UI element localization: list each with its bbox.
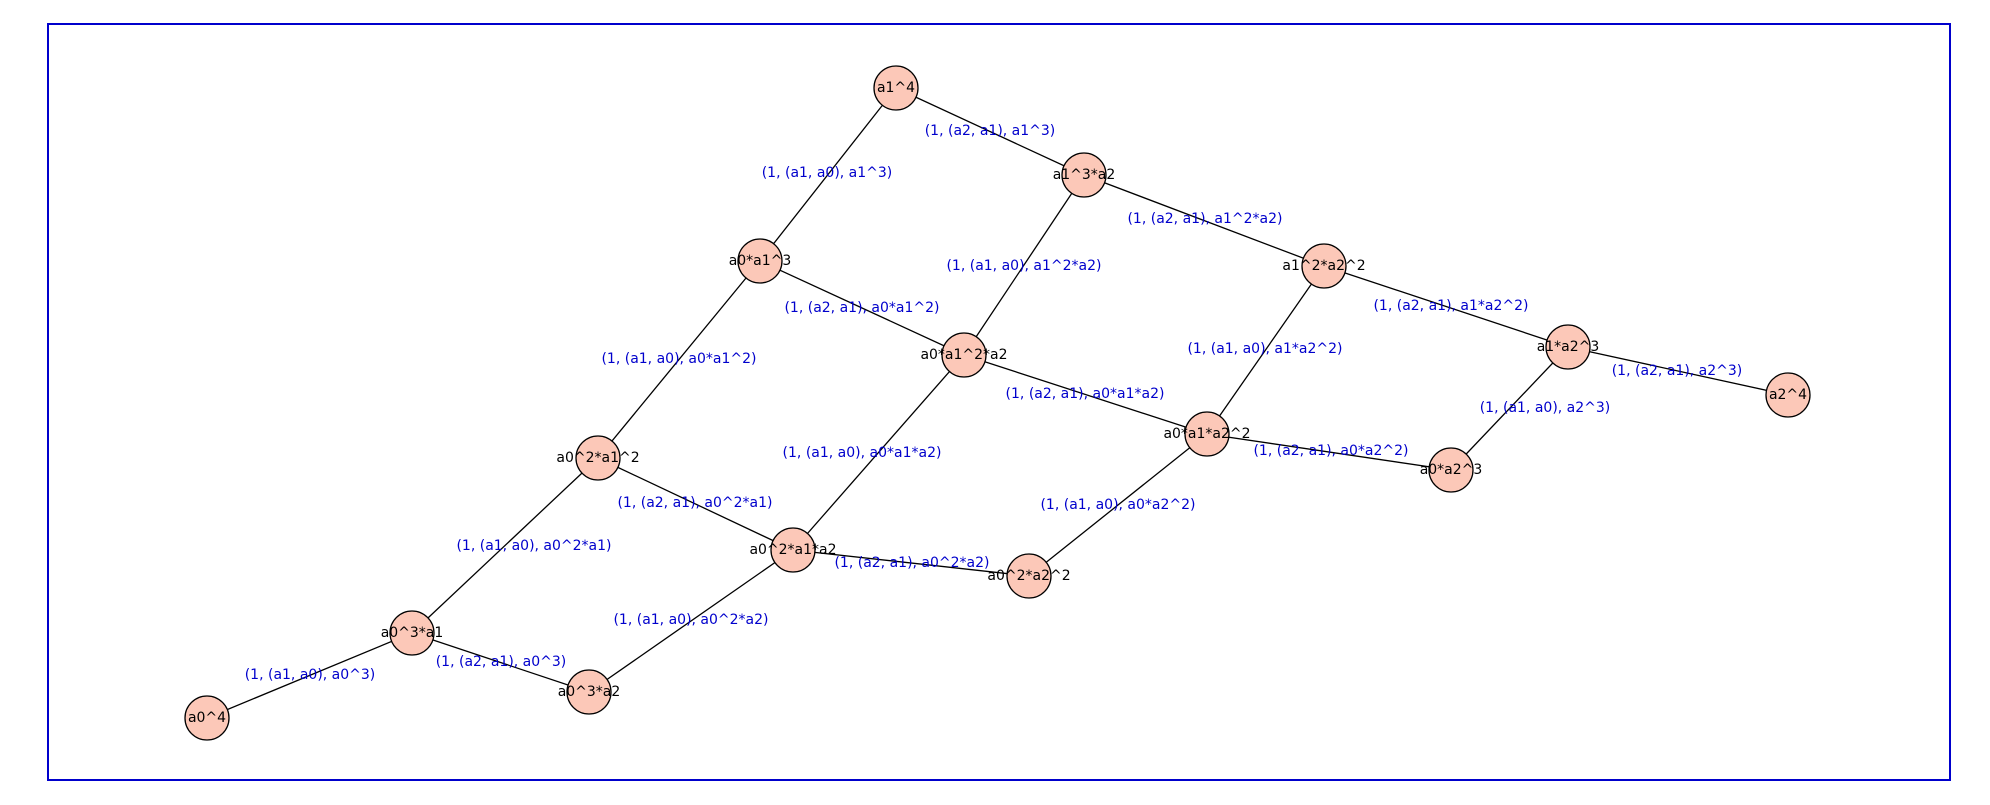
node-label: a2^4 [1769, 387, 1807, 403]
node-label: a0^2*a1*a2 [749, 542, 836, 558]
edge-line [1323, 265, 1569, 348]
edge-line [411, 632, 590, 693]
edge-label: (1, (a1, a0), a0^2*a2) [613, 612, 768, 628]
node-circle [941, 332, 987, 378]
edge-line [759, 87, 897, 262]
edge-label: (1, (a2, a1), a1^3) [925, 123, 1056, 139]
edge-label: (1, (a2, a1), a0^2*a1) [617, 495, 772, 511]
node-label: a1^3*a2 [1053, 167, 1116, 183]
graph-node: a0^3*a1 [381, 610, 444, 656]
node-circle [575, 435, 621, 481]
node-label: a0*a1*a2^2 [1163, 426, 1250, 442]
edge-line [588, 549, 794, 693]
edge-line [1028, 433, 1208, 577]
edge-line [1567, 346, 1789, 396]
node-label: a0*a2^3 [1420, 462, 1483, 478]
edge-label: (1, (a1, a0), a1*a2^2) [1187, 341, 1342, 357]
node-label: a0*a1^2*a2 [920, 347, 1007, 363]
edge-line [895, 87, 1085, 176]
node-circle [1545, 324, 1591, 370]
edge-line [411, 457, 599, 634]
graph-node: a0*a1^3 [729, 238, 792, 284]
graph-node: a0*a1^2*a2 [920, 332, 1008, 378]
node-label: a0^2*a1^2 [556, 450, 639, 466]
edge-label: (1, (a2, a1), a2^3) [1612, 363, 1743, 379]
edge-label: (1, (a2, a1), a0^3) [436, 654, 567, 670]
edge-labels-layer: (1, (a2, a1), a1^3) (1, (a1, a0), a1^3) (1… [245, 123, 1743, 683]
edge-label: (1, (a1, a0), a1^2*a2) [946, 258, 1101, 274]
edge-label: (1, (a1, a0), a1^3) [762, 165, 893, 181]
edge-line [963, 174, 1085, 356]
graph-node: a1*a2^3 [1537, 324, 1600, 370]
node-label: a0^2*a2^2 [987, 568, 1070, 584]
edge-line [1206, 265, 1325, 435]
node-circle [1006, 553, 1052, 599]
graph-node: a0^2*a1^2 [556, 435, 640, 481]
node-label: a0^3*a2 [558, 684, 621, 700]
node-circle [566, 669, 612, 715]
graph-node: a1^4 [873, 65, 919, 111]
graph-node: a1^2*a2^2 [1282, 243, 1366, 289]
edge-label: (1, (a1, a0), a2^3) [1480, 400, 1611, 416]
node-label: a1*a2^3 [1537, 339, 1600, 355]
edges-layer [206, 87, 1789, 719]
node-circle [389, 610, 435, 656]
node-circle [737, 238, 783, 284]
edge-label: (1, (a1, a0), a0^3) [245, 667, 376, 683]
edge-label: (1, (a2, a1), a0^2*a2) [834, 555, 989, 571]
edge-line [206, 632, 413, 719]
node-label: a1^4 [877, 80, 915, 96]
edge-label: (1, (a1, a0), a0*a1^2) [601, 351, 756, 367]
edge-line [597, 457, 794, 551]
node-circle [1061, 152, 1107, 198]
edge-label: (1, (a1, a0), a0*a2^2) [1040, 497, 1195, 513]
graph-node: a1^3*a2 [1053, 152, 1116, 198]
node-circle [1301, 243, 1347, 289]
node-label: a1^2*a2^2 [1282, 258, 1365, 274]
edge-label: (1, (a2, a1), a0*a1*a2) [1006, 386, 1165, 402]
edge-label: (1, (a2, a1), a0*a1^2) [784, 300, 939, 316]
graph-node: a0^3*a2 [558, 669, 621, 715]
node-circle [184, 695, 230, 741]
edge-line [759, 260, 965, 356]
edge-line [1206, 433, 1452, 471]
node-circle [1765, 372, 1811, 418]
node-label: a0^3*a1 [381, 625, 444, 641]
node-circle [873, 65, 919, 111]
node-circle [1428, 447, 1474, 493]
node-circle [770, 527, 816, 573]
edge-line [963, 354, 1208, 435]
nodes-layer: a1^4 a1^3*a2 a1^2*a2^2 a1*a2^3 a2^4 a0*a1^3 a0… [184, 65, 1811, 741]
graph-node: a0^2*a2^2 [987, 553, 1071, 599]
edge-line [1083, 174, 1325, 267]
diagram-frame [47, 23, 1951, 781]
graph-node: a0^4 [184, 695, 230, 741]
node-label: a0^4 [188, 710, 226, 726]
edge-line [792, 549, 1030, 577]
node-label: a0*a1^3 [729, 253, 792, 269]
node-circle [1184, 411, 1230, 457]
graph-node: a0^2*a1*a2 [749, 527, 837, 573]
graph-node: a0*a2^3 [1420, 447, 1483, 493]
edge-label: (1, (a1, a0), a0^2*a1) [456, 538, 611, 554]
edge-line [792, 354, 965, 551]
graph-node: a0*a1*a2^2 [1163, 411, 1251, 457]
edge-line [597, 260, 761, 459]
edge-label: (1, (a2, a1), a0*a2^2) [1253, 443, 1408, 459]
edge-label: (1, (a1, a0), a0*a1*a2) [783, 445, 942, 461]
edge-label: (1, (a2, a1), a1*a2^2) [1373, 298, 1528, 314]
graph-node: a2^4 [1765, 372, 1811, 418]
edge-line [1450, 346, 1569, 471]
edge-label: (1, (a2, a1), a1^2*a2) [1127, 211, 1282, 227]
